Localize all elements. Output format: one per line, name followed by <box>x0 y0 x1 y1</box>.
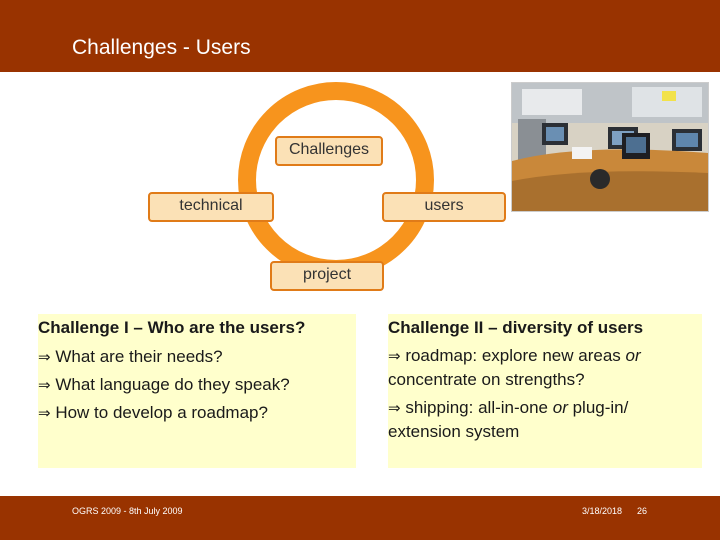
challenge-one-heading: Challenge I – Who are the users? <box>38 318 306 337</box>
list-item: ⇒ What language do they speak? <box>38 372 290 398</box>
emphasis-text: or <box>625 346 641 365</box>
implies-arrow-icon: ⇒ <box>388 347 401 365</box>
list-item-text: plug-in/ extension system <box>388 398 629 441</box>
node-challenges: Challenges <box>275 136 383 166</box>
emphasis-text: or <box>552 398 568 417</box>
list-item: ⇒ What are their needs? <box>38 344 223 370</box>
list-item-text: How to develop a roadmap? <box>55 403 268 422</box>
page-number: 26 <box>637 506 648 516</box>
slide-header: Challenges - Users <box>0 0 720 72</box>
office-photo-image <box>512 83 708 211</box>
footer-event: OGRS 2009 - 8th July 2009 <box>72 506 183 516</box>
slide-footer: OGRS 2009 - 8th July 2009 3/18/2018 26 <box>0 496 720 540</box>
list-item-text: What are their needs? <box>55 347 223 366</box>
list-item-text: roadmap: explore new areas <box>405 346 626 365</box>
implies-arrow-icon: ⇒ <box>38 376 51 394</box>
challenge-two-heading: Challenge II – diversity of users <box>388 318 644 337</box>
node-users: users <box>382 192 506 222</box>
implies-arrow-icon: ⇒ <box>38 404 51 422</box>
list-item: ⇒ shipping: all-in-one or plug-in/ exten… <box>388 396 700 444</box>
implies-arrow-icon: ⇒ <box>388 399 401 417</box>
implies-arrow-icon: ⇒ <box>38 348 51 366</box>
node-technical: technical <box>148 192 274 222</box>
challenge-one-box: Challenge I – Who are the users? ⇒ What … <box>38 314 356 468</box>
list-item-text: shipping: all-in-one <box>405 398 553 417</box>
slide-title: Challenges - Users <box>72 36 251 59</box>
challenge-two-box: Challenge II – diversity of users ⇒ road… <box>388 314 702 468</box>
list-item-text: What language do they speak? <box>55 375 290 394</box>
footer-date: 3/18/2018 <box>582 506 623 516</box>
list-item-text: concentrate on strengths? <box>388 370 585 389</box>
node-project: project <box>270 261 384 291</box>
list-item: ⇒ How to develop a roadmap? <box>38 400 268 426</box>
cycle-ring <box>238 82 434 278</box>
list-item: ⇒ roadmap: explore new areas or concentr… <box>388 344 700 392</box>
office-photo <box>511 82 709 212</box>
